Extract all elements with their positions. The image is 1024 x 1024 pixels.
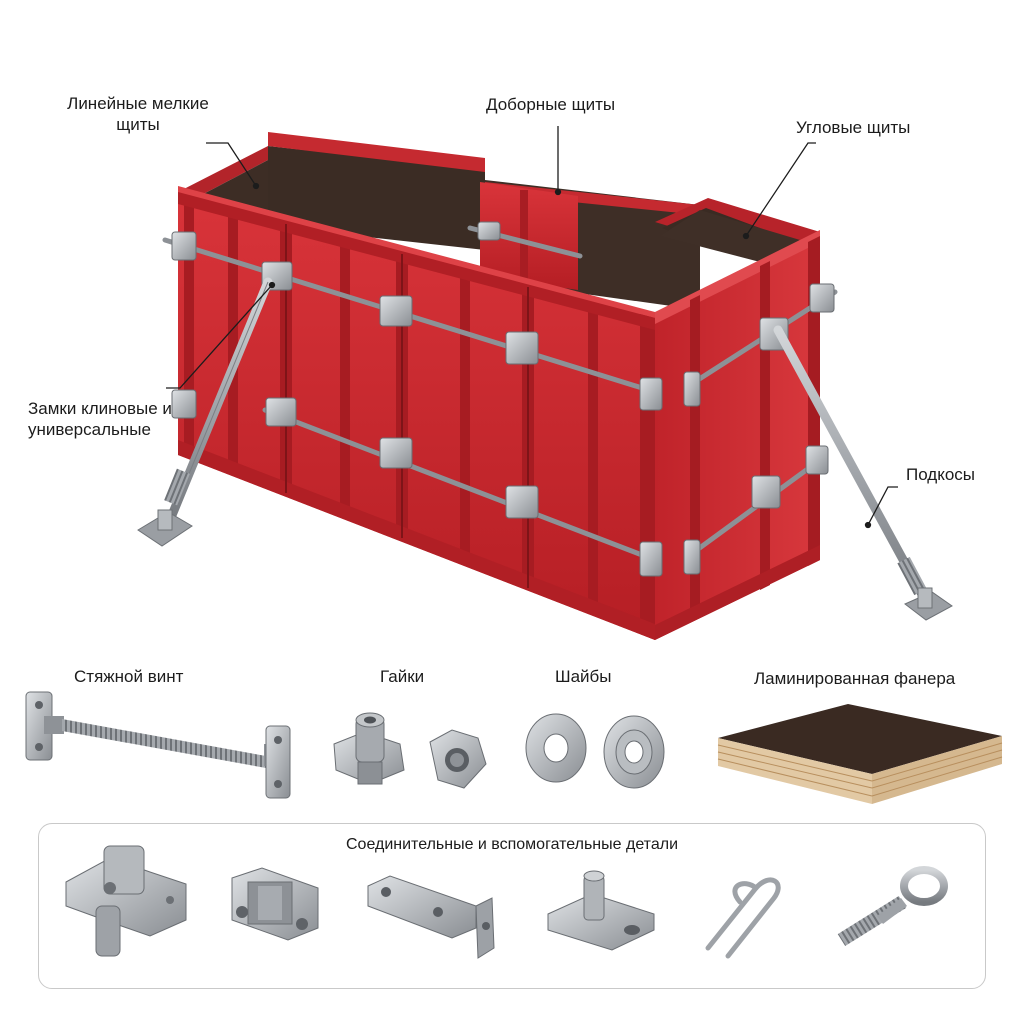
back-wall-top-rail [268,132,485,172]
label-braces: Подкосы [906,465,976,484]
wedge-clamp-part [65,845,187,957]
hex-nut-illustration [429,729,487,789]
filler-panel-rib [520,190,528,282]
front-wall [178,192,655,640]
left-brace [137,277,273,547]
universal-clamp-part [231,867,319,941]
clamps [171,221,835,577]
label-corner-panels: Угловые щиты [796,118,911,137]
dome-washer-illustration [603,715,665,789]
left-wall-top [178,146,268,200]
label-filler-panels: Доборные щиты [486,95,616,114]
right-wall-bottom-frame [655,545,820,640]
back-filler-top-rail [485,182,700,215]
plywood-sheet-illustration [717,704,1003,804]
front-wall-frames [178,192,655,640]
angle-bracket-part [367,875,495,959]
filler-panel [480,182,578,290]
label-linear-small-panels: Линейные мелкие щиты [67,94,209,134]
label-tie-screw: Стяжной винт [74,667,184,686]
wing-nut-illustration [333,712,405,785]
flat-washer-illustration [525,713,587,783]
cotter-pin-part [705,877,781,959]
formwork-box [178,132,820,640]
tie-screw-illustration [25,691,291,799]
right-brace [773,325,953,621]
label-washers: Шайбы [555,667,612,686]
right-inner-wall [660,210,800,262]
label-nuts: Гайки [380,667,425,686]
leader-lines [166,126,898,529]
base-plate-pin-part [547,870,655,951]
auxiliary-parts-title: Соединительные и вспомогательные детали [346,836,678,853]
auxiliary-parts-panel: Соединительные и вспомогательные детали [38,823,986,989]
label-laminated-plywood: Ламинированная фанера [754,669,956,688]
eye-bolt-part [837,866,948,947]
back-wall-inner [268,146,485,250]
label-wedge-locks: Замки клиновые и универсальные [28,399,172,439]
